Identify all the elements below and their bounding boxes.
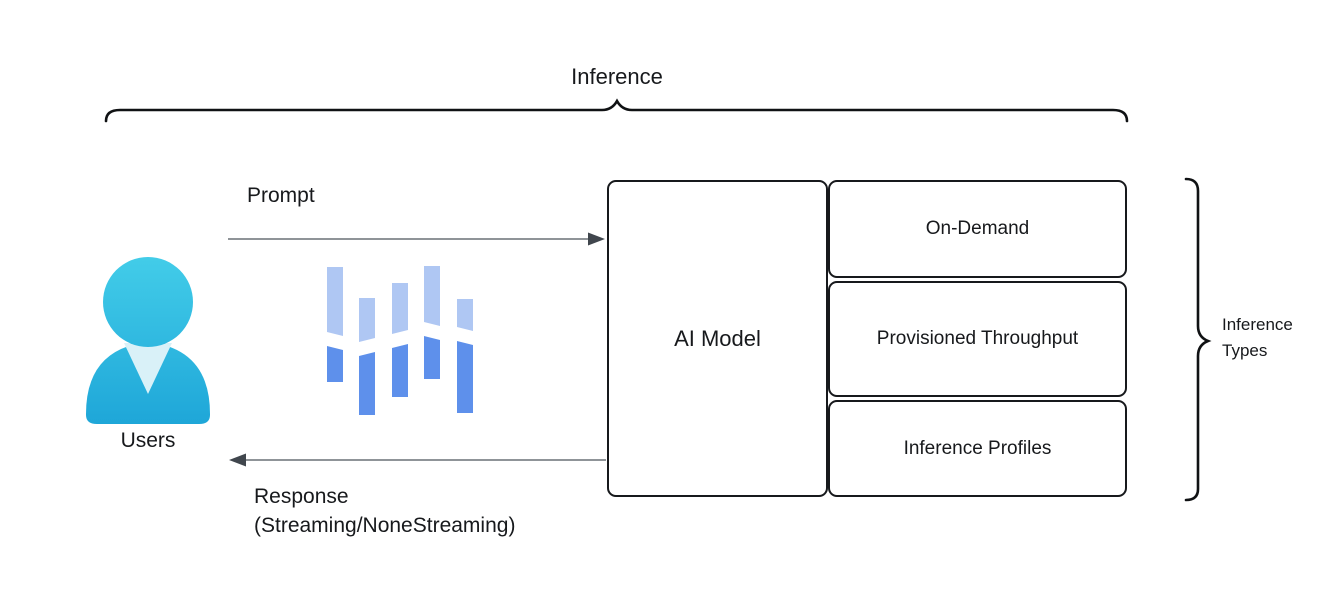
bars-light-segments bbox=[327, 266, 473, 342]
diagram-title: Inference bbox=[571, 64, 663, 89]
on-demand-label: On-Demand bbox=[925, 218, 1030, 239]
response-label-line1: Response bbox=[254, 485, 349, 508]
inference-types-group-label: Inference Types bbox=[1222, 315, 1293, 360]
response-arrow-icon bbox=[229, 453, 606, 467]
type-box-inference-profiles: Inference Profiles bbox=[828, 400, 1127, 497]
response-label-line2: (Streaming/NoneStreaming) bbox=[254, 514, 516, 537]
prompt-label: Prompt bbox=[247, 184, 315, 207]
activity-bars-icon bbox=[327, 266, 473, 415]
person-collar-shape bbox=[124, 343, 172, 394]
provisioned-throughput-label: Provisioned Throughput bbox=[876, 328, 1079, 349]
type-box-on-demand: On-Demand bbox=[828, 180, 1127, 278]
inference-profiles-label: Inference Profiles bbox=[903, 437, 1052, 459]
bars-dark-segments bbox=[327, 336, 473, 415]
person-head-shape bbox=[103, 257, 193, 347]
inference-scope-brace-icon bbox=[104, 98, 1129, 123]
inference-types-brace-icon bbox=[1184, 177, 1212, 502]
inference-types-stack: On-Demand Provisioned Throughput Inferen… bbox=[828, 180, 1127, 497]
prompt-arrow-icon bbox=[228, 232, 605, 246]
type-box-provisioned-throughput: Provisioned Throughput bbox=[828, 281, 1127, 397]
ai-model-box: AI Model bbox=[607, 180, 828, 497]
users-label: Users bbox=[120, 429, 176, 452]
users-icon bbox=[86, 257, 210, 424]
ai-model-label: AI Model bbox=[674, 325, 761, 351]
